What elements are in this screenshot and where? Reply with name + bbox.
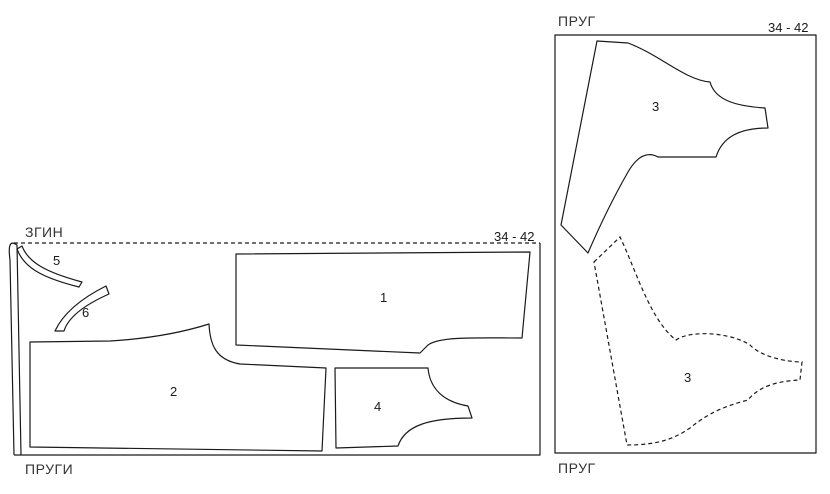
fabric-boundary-left: [14, 243, 541, 456]
pattern-piece-4: [334, 367, 473, 449]
left-selvedge-label: ПРУГИ: [25, 461, 73, 477]
right-bottom-selvedge-label: ПРУГ: [558, 460, 596, 476]
piece-3-dashed-label: 3: [684, 370, 691, 385]
piece-1-label: 1: [380, 290, 387, 305]
pattern-piece-6: [54, 285, 110, 332]
pattern-piece-3-solid: [560, 40, 769, 254]
piece-2-label: 2: [170, 384, 177, 399]
pattern-piece-2: [29, 323, 327, 452]
right-layout: ПРУГ 34 - 42 ПРУГ 3 3: [554, 13, 817, 476]
piece-3-solid-label: 3: [652, 99, 659, 114]
right-top-selvedge-label: ПРУГ: [558, 13, 596, 29]
right-size-range: 34 - 42: [768, 20, 808, 35]
piece-5-label: 5: [53, 253, 60, 268]
left-layout: ЗГИН 34 - 42 ПРУГИ 5 6 1 2 4: [8, 224, 541, 477]
pattern-piece-3-dashed: [593, 235, 803, 446]
pattern-piece-1: [235, 251, 531, 354]
fold-label: ЗГИН: [25, 224, 63, 240]
fabric-boundary-right: [554, 34, 817, 454]
piece-4-label: 4: [374, 399, 381, 414]
pattern-piece-5: [16, 245, 83, 288]
left-size-range: 34 - 42: [494, 229, 534, 244]
piece-6-label: 6: [82, 305, 89, 320]
fabric-edge-left: [8, 242, 22, 456]
